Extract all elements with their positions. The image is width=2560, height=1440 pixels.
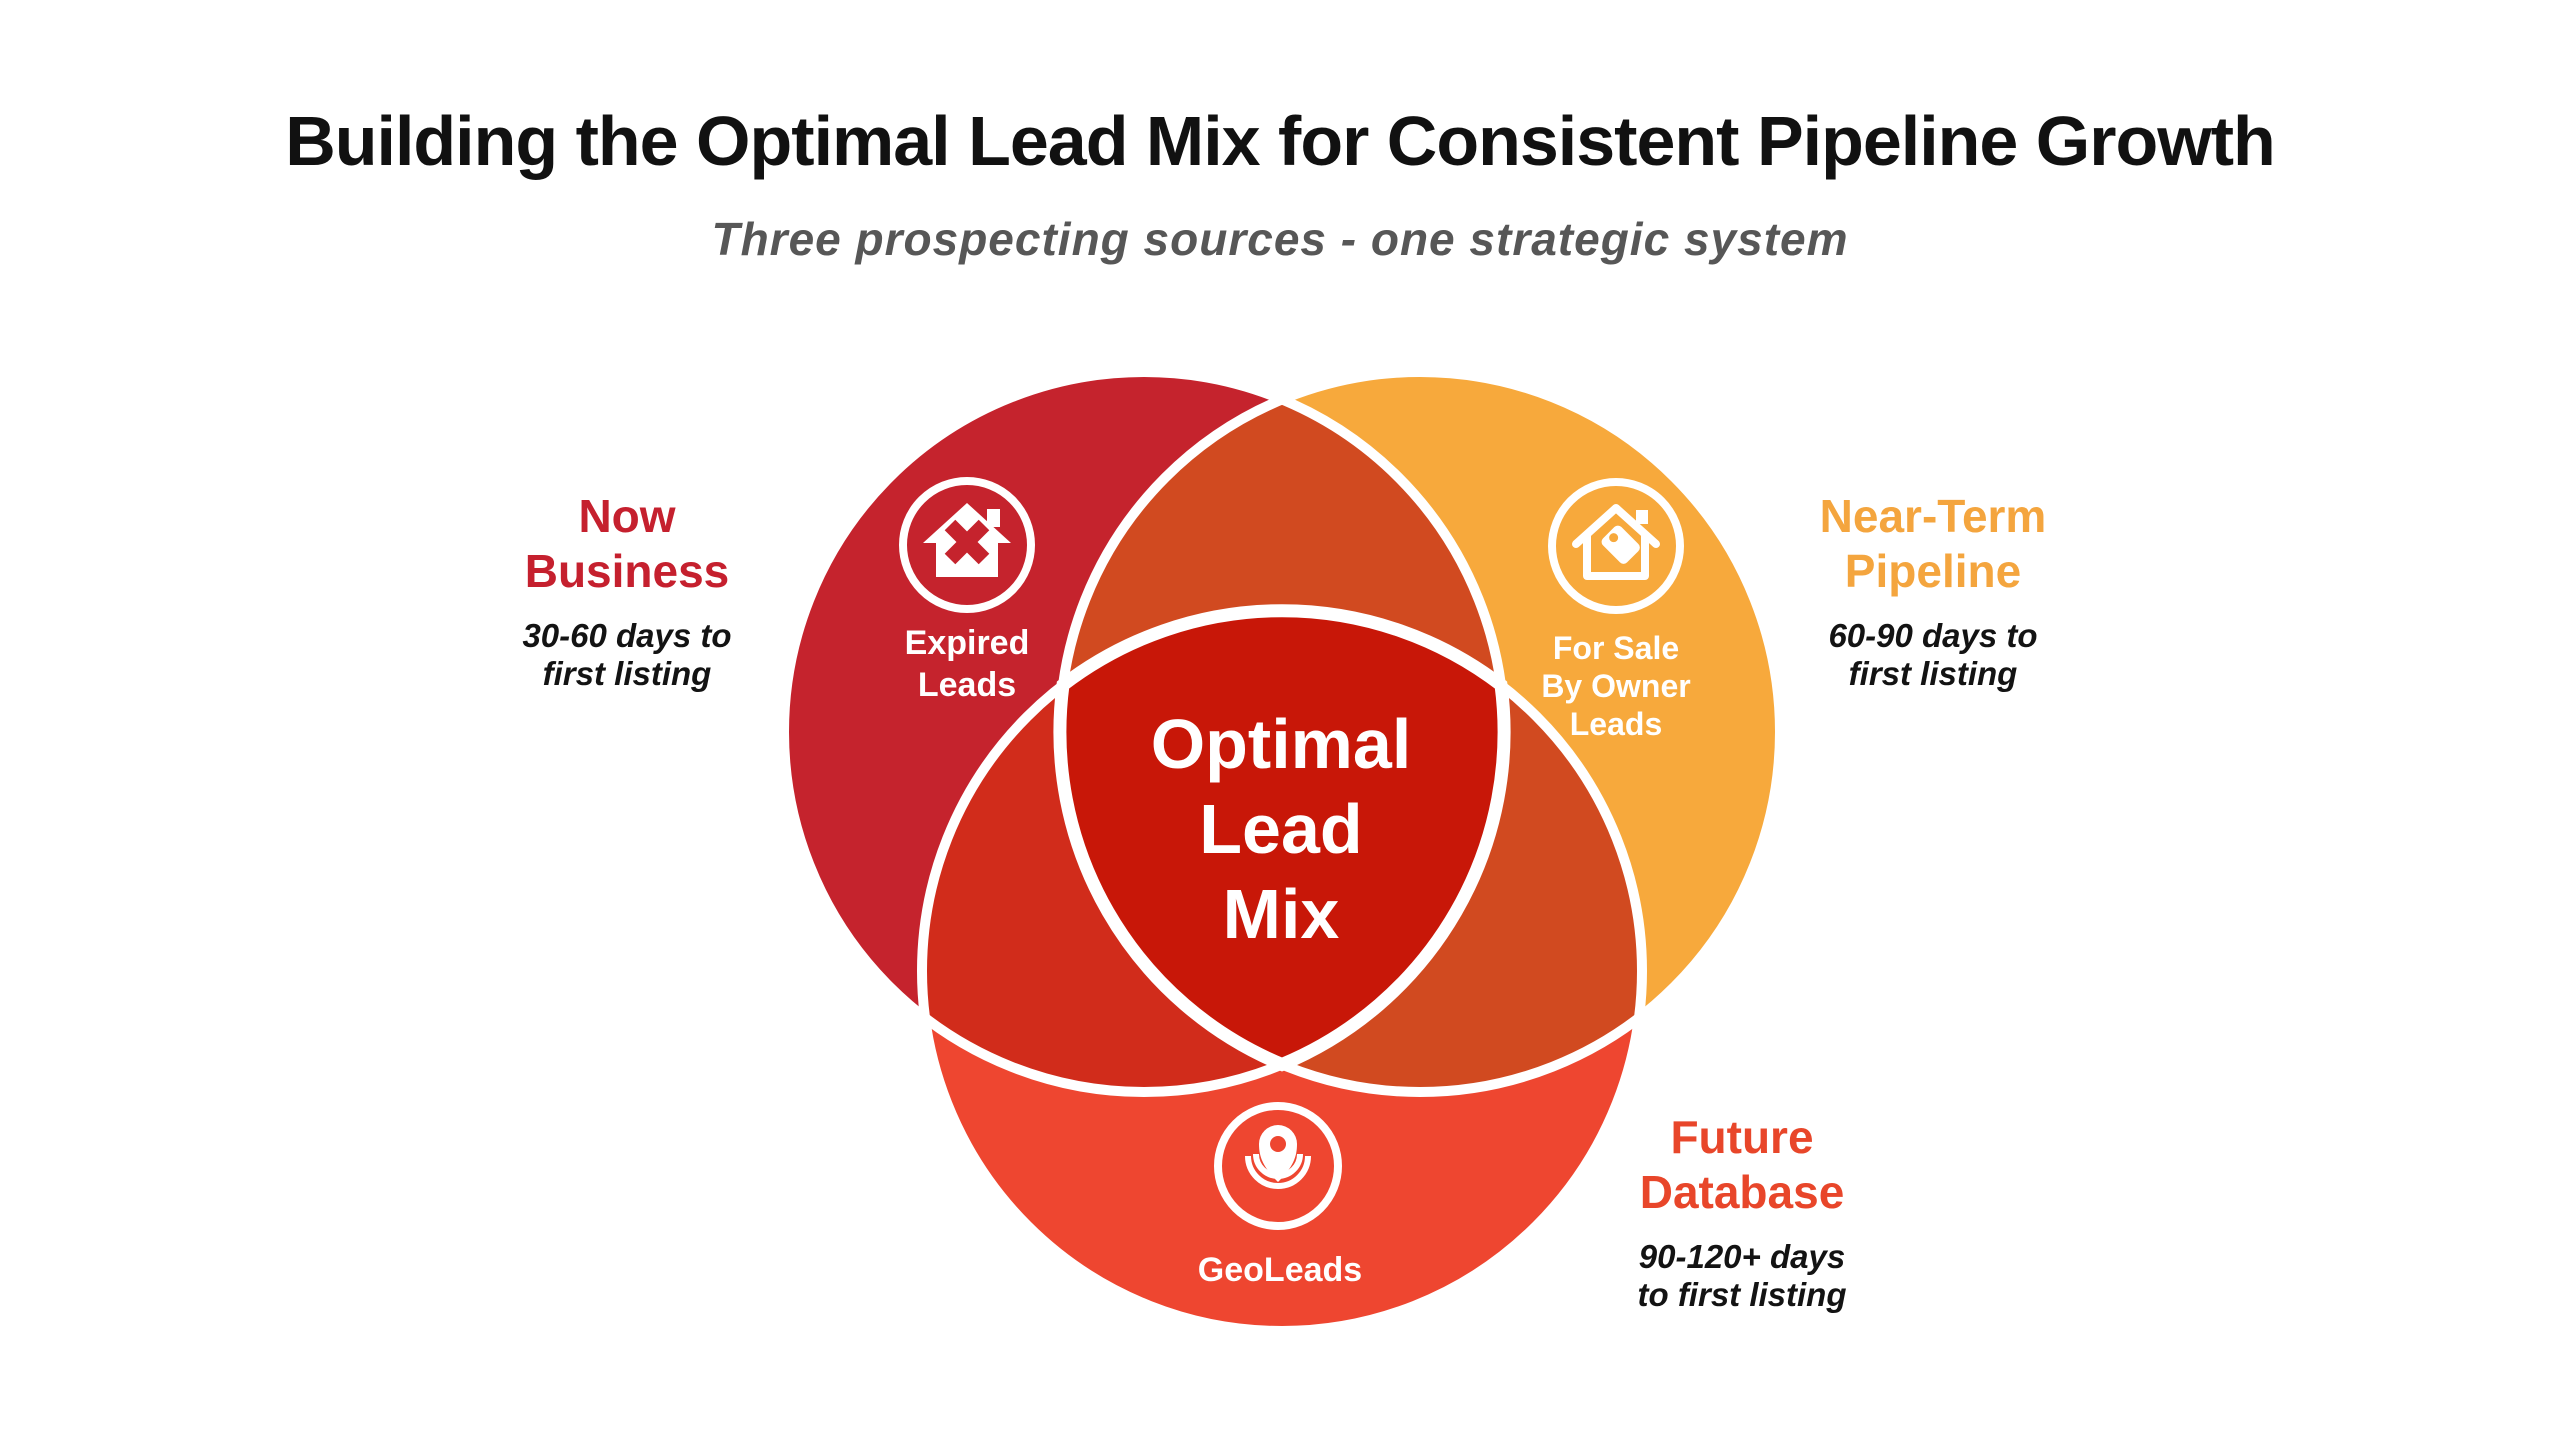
center-label: Optimal Lead Mix <box>1150 705 1412 953</box>
geoleads-label: GeoLeads <box>1197 1251 1363 1289</box>
annotation-heading: Near-Term Pipeline <box>1819 490 2047 597</box>
center-region-outline <box>1053 604 1511 1072</box>
location-radar-icon <box>1214 1102 1342 1230</box>
annotation-heading: Now Business <box>524 490 730 597</box>
fsbo-leads-label: For Sale By Owner Leads <box>1541 630 1691 742</box>
annotation-near-term-pipeline: Near-Term Pipeline 60-90 days to first l… <box>1820 489 2047 693</box>
page-subtitle: Three prospecting sources - one strategi… <box>711 213 1849 265</box>
annotation-detail: 60-90 days to first listing <box>1828 617 2038 692</box>
house-x-icon <box>899 477 1035 613</box>
overlap-center <box>1060 611 1504 1092</box>
annotation-detail: 90-120+ days to first listing <box>1637 1238 1847 1313</box>
annotation-heading: Future Database <box>1639 1111 1845 1218</box>
annotation-now-business: Now Business 30-60 days to first listing <box>522 489 731 693</box>
annotation-detail: 30-60 days to first listing <box>522 617 732 692</box>
expired-leads-label: Expired Leads <box>904 624 1030 704</box>
house-tag-icon <box>1548 478 1684 614</box>
page-title: Building the Optimal Lead Mix for Consis… <box>285 102 2276 180</box>
annotation-future-database: Future Database 90-120+ days to first li… <box>1638 1110 1847 1314</box>
